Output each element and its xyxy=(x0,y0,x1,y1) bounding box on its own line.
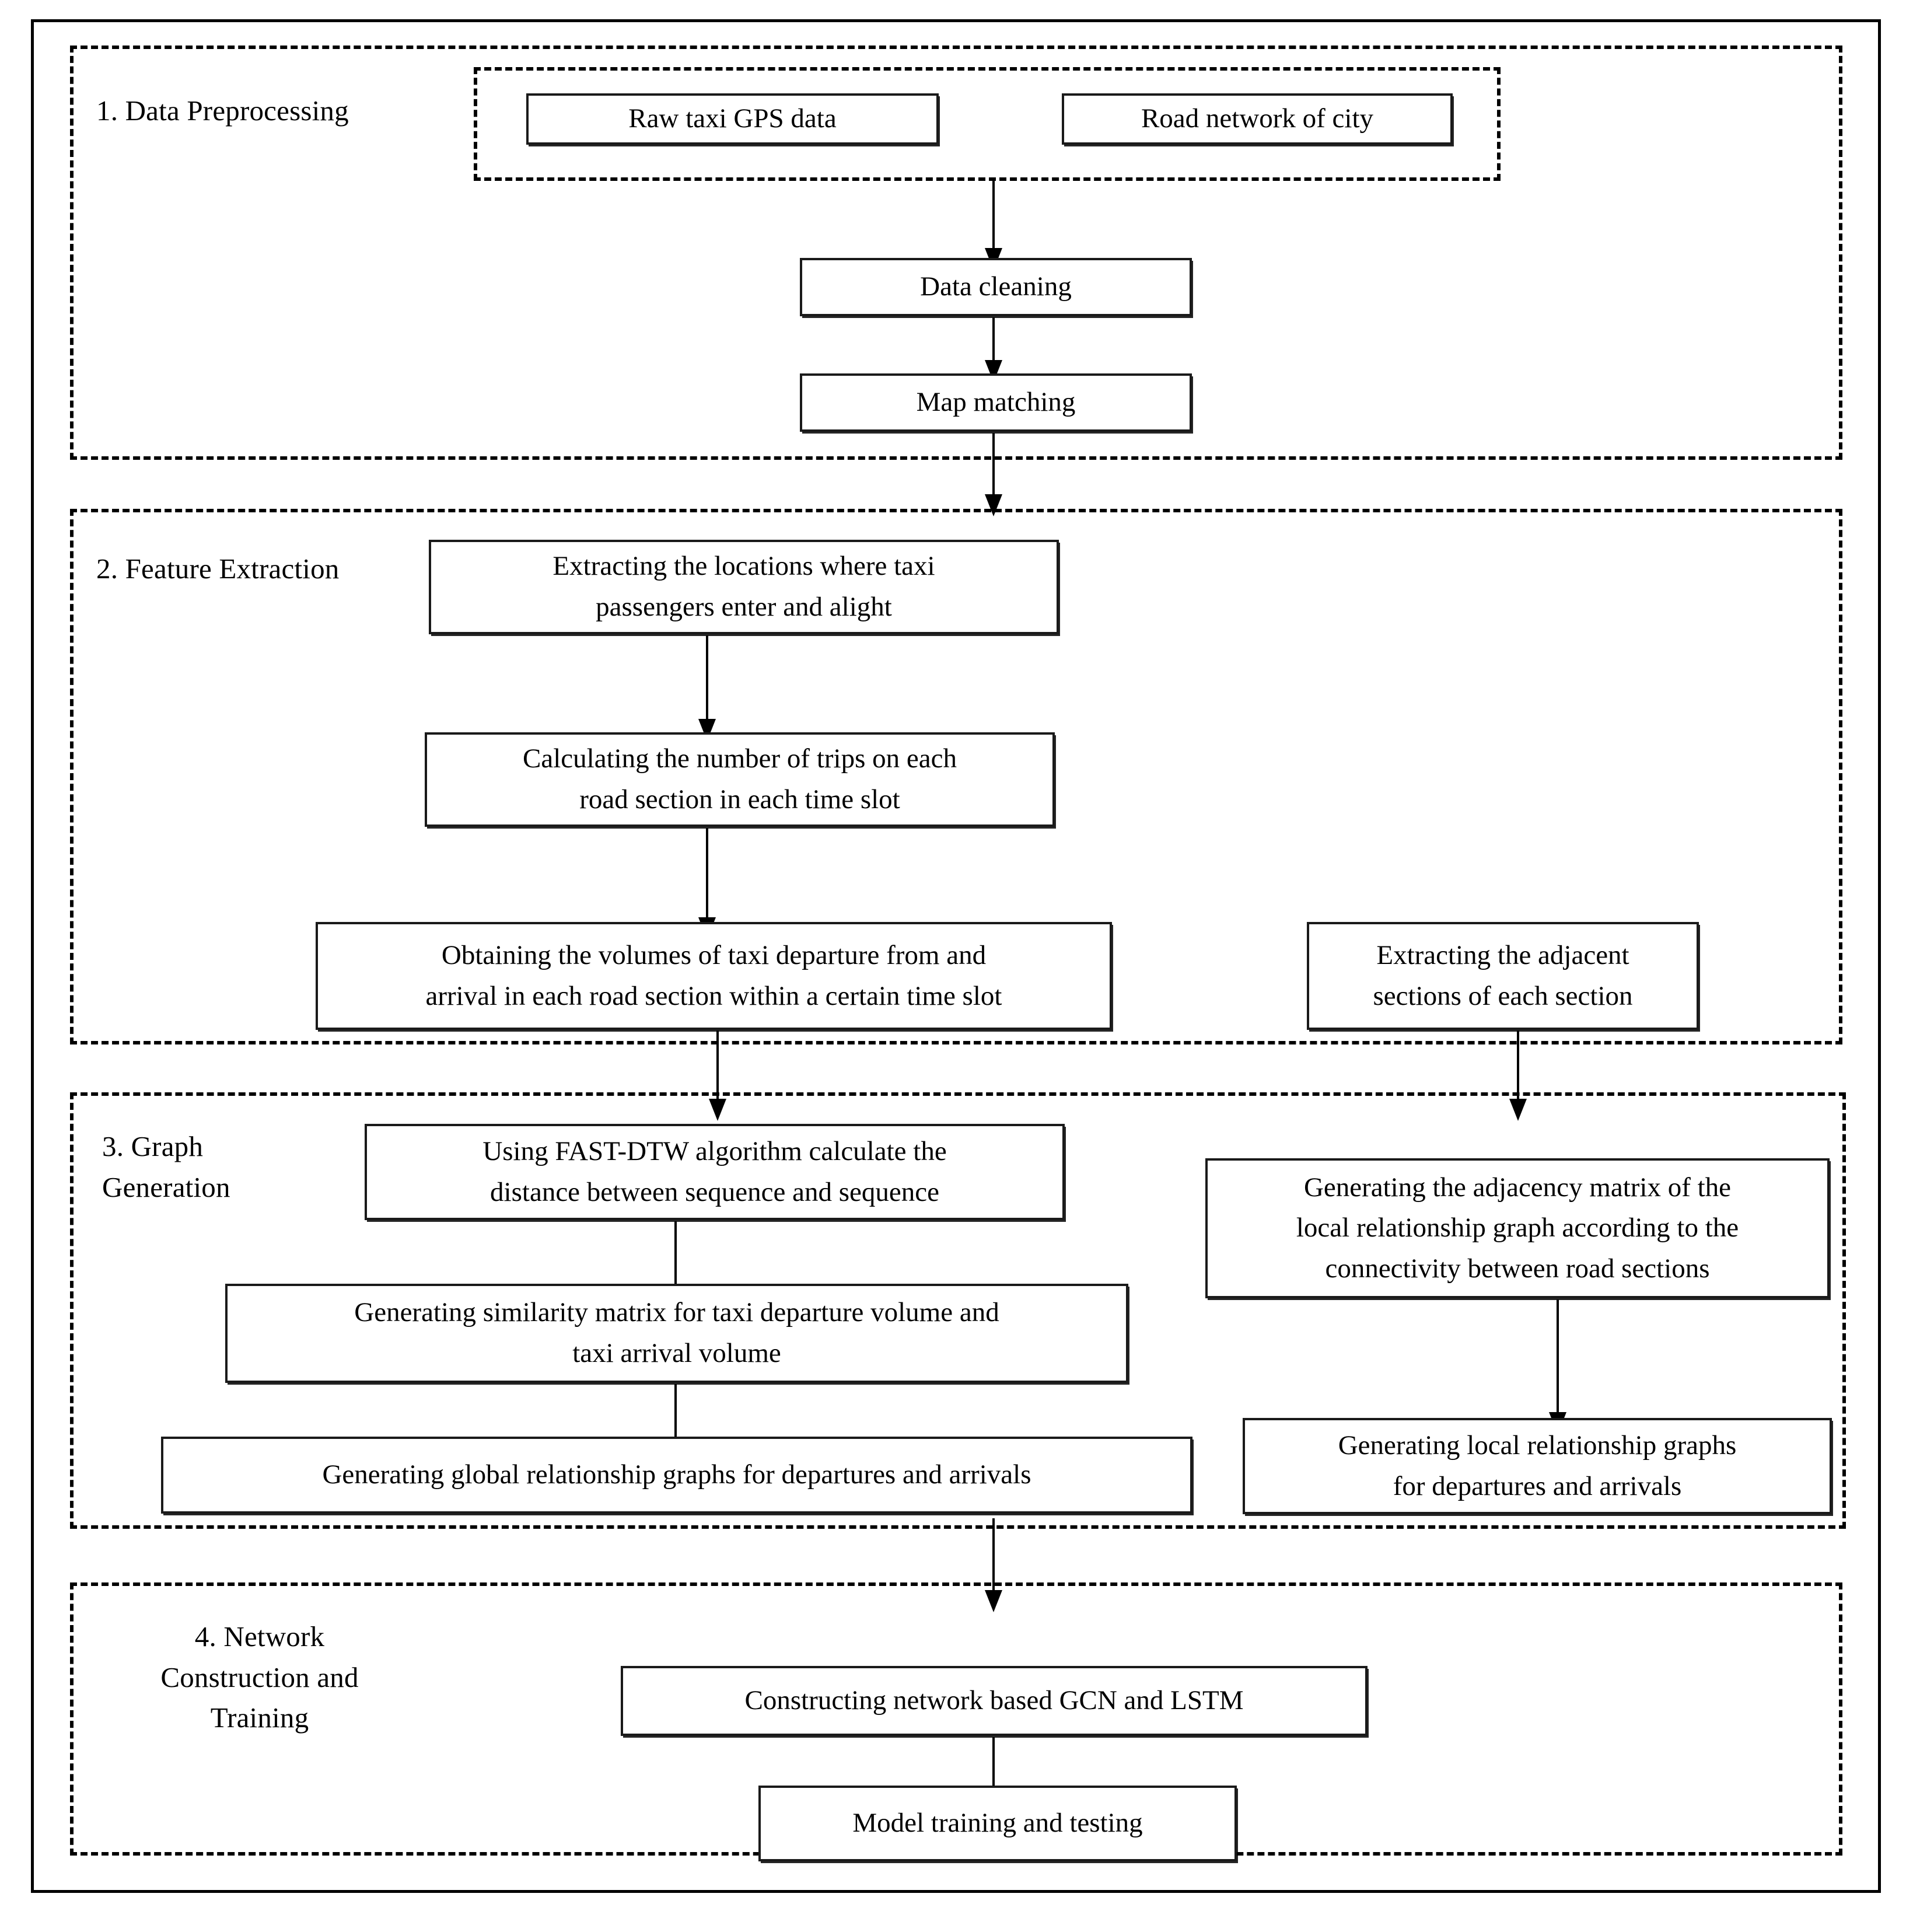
node-label-line1: Obtaining the volumes of taxi departure … xyxy=(441,939,987,970)
node-label-line2: taxi arrival volume xyxy=(572,1338,781,1368)
node-label-line2: road section in each time slot xyxy=(579,784,900,815)
node-label: Model training and testing xyxy=(852,1808,1143,1839)
stage-1-source-group xyxy=(474,67,1501,181)
stage-3-container xyxy=(70,1092,1846,1529)
node-label-line1: Using FAST-DTW algorithm calculate the xyxy=(482,1136,947,1166)
node-label-line2: arrival in each road section within a ce… xyxy=(425,980,1002,1011)
node-obtaining-departure-arrival-volumes[interactable]: Obtaining the volumes of taxi departure … xyxy=(316,922,1112,1030)
node-label: Generating global relationship graphs fo… xyxy=(322,1459,1031,1490)
node-label-line1: Extracting the adjacent xyxy=(1376,939,1629,970)
stage-1-label: 1. Data Preprocessing xyxy=(96,95,349,127)
node-local-relationship-graphs[interactable]: Generating local relationship graphs for… xyxy=(1243,1418,1832,1514)
node-label: Data cleaning xyxy=(920,271,1072,302)
stage-2-container xyxy=(70,509,1842,1044)
node-label-line2: passengers enter and alight xyxy=(596,592,892,622)
node-label-line1: Generating local relationship graphs xyxy=(1338,1430,1737,1461)
node-label-line2: local relationship graph according to th… xyxy=(1296,1213,1739,1243)
node-map-matching[interactable]: Map matching xyxy=(800,373,1192,432)
node-similarity-matrix[interactable]: Generating similarity matrix for taxi de… xyxy=(225,1284,1128,1383)
node-calculating-trips-per-section[interactable]: Calculating the number of trips on each … xyxy=(425,732,1055,827)
node-label: Raw taxi GPS data xyxy=(628,103,837,134)
node-label-line1: Calculating the number of trips on each xyxy=(523,743,957,774)
node-global-relationship-graphs[interactable]: Generating global relationship graphs fo… xyxy=(161,1437,1192,1514)
stage-4-label: 4. Network Construction and Training xyxy=(160,1620,359,1734)
node-model-training-and-testing[interactable]: Model training and testing xyxy=(758,1786,1237,1861)
node-data-cleaning[interactable]: Data cleaning xyxy=(800,258,1192,316)
node-label-line3: connectivity between road sections xyxy=(1325,1253,1710,1284)
node-label-line2: sections of each section xyxy=(1373,980,1633,1011)
node-label: Road network of city xyxy=(1141,103,1374,134)
node-label: Map matching xyxy=(916,387,1076,418)
stage-2-label: 2. Feature Extraction xyxy=(96,553,340,585)
stage-1-container xyxy=(70,46,1842,460)
node-constructing-network-gcn-lstm[interactable]: Constructing network based GCN and LSTM xyxy=(621,1666,1368,1736)
node-extracting-passenger-locations[interactable]: Extracting the locations where taxi pass… xyxy=(429,540,1059,634)
node-label-line2: for departures and arrivals xyxy=(1393,1470,1682,1501)
node-label-line1: Extracting the locations where taxi xyxy=(552,551,935,582)
node-road-network-of-city[interactable]: Road network of city xyxy=(1062,93,1453,145)
node-label-line1: Generating similarity matrix for taxi de… xyxy=(354,1297,999,1328)
node-label-line2: distance between sequence and sequence xyxy=(490,1176,939,1207)
stage-3-label: 3. Graph Generation xyxy=(102,1130,230,1203)
node-extracting-adjacent-sections[interactable]: Extracting the adjacent sections of each… xyxy=(1307,922,1699,1030)
node-label: Constructing network based GCN and LSTM xyxy=(744,1685,1244,1716)
node-adjacency-matrix-local-graph[interactable]: Generating the adjacency matrix of the l… xyxy=(1205,1158,1830,1298)
node-label-line1: Generating the adjacency matrix of the xyxy=(1303,1172,1732,1203)
node-raw-taxi-gps-data[interactable]: Raw taxi GPS data xyxy=(526,93,939,145)
node-fast-dtw-distance[interactable]: Using FAST-DTW algorithm calculate the d… xyxy=(365,1124,1065,1220)
